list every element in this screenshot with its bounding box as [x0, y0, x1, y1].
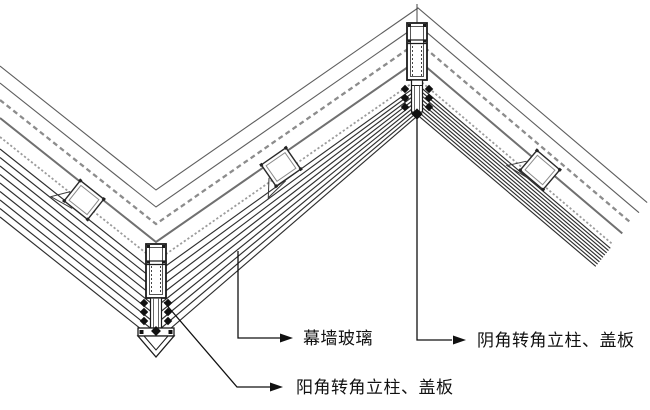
peak-mullion-inner — [410, 26, 424, 77]
glass-leader-line — [237, 251, 280, 339]
label-curtain-wall-glass: 幕墙玻璃 — [303, 329, 373, 348]
glass-line — [0, 103, 650, 317]
glass-line — [0, 99, 650, 308]
clamp-plate-left — [49, 178, 106, 222]
peak-mullion-stem — [410, 79, 424, 113]
glass-line — [0, 88, 650, 287]
valley-mullion-inner — [149, 247, 163, 295]
leader-lines — [163, 118, 452, 388]
inner-corner-mullion-assembly — [400, 4, 434, 120]
glass-line — [0, 95, 650, 300]
valley-cover-cap — [136, 335, 176, 358]
glass-line — [0, 114, 650, 342]
outer-corner-mullion-assembly — [136, 243, 176, 358]
clamp-plates — [49, 145, 562, 222]
glass-line — [0, 91, 650, 291]
leader-arrow-icon — [270, 382, 283, 392]
hidden-dashed-line — [0, 40, 650, 240]
clamp-plate-right — [505, 148, 562, 192]
inner-corner-leader-line — [416, 118, 452, 341]
valley-mullion-stem — [149, 297, 163, 329]
glass-profile-bundle — [0, 84, 650, 342]
leader-arrow-icon — [453, 335, 466, 345]
leader-arrow-icon — [280, 333, 293, 343]
valley-connector-bolts — [139, 298, 173, 326]
peak-connector-bolts — [400, 84, 434, 112]
clamp-plate-middle — [259, 145, 303, 199]
glass-line — [0, 107, 650, 325]
outer-skin-line — [0, 7, 650, 206]
outer-skin-line-2 — [0, 24, 650, 223]
label-inner-corner-column: 阴角转角立柱、盖板 — [477, 331, 635, 350]
leader-arrows — [270, 333, 466, 392]
label-outer-corner-column: 阳角转角立柱、盖板 — [296, 378, 454, 397]
glass-line — [0, 110, 650, 334]
outer-corner-leader-line — [163, 301, 270, 388]
